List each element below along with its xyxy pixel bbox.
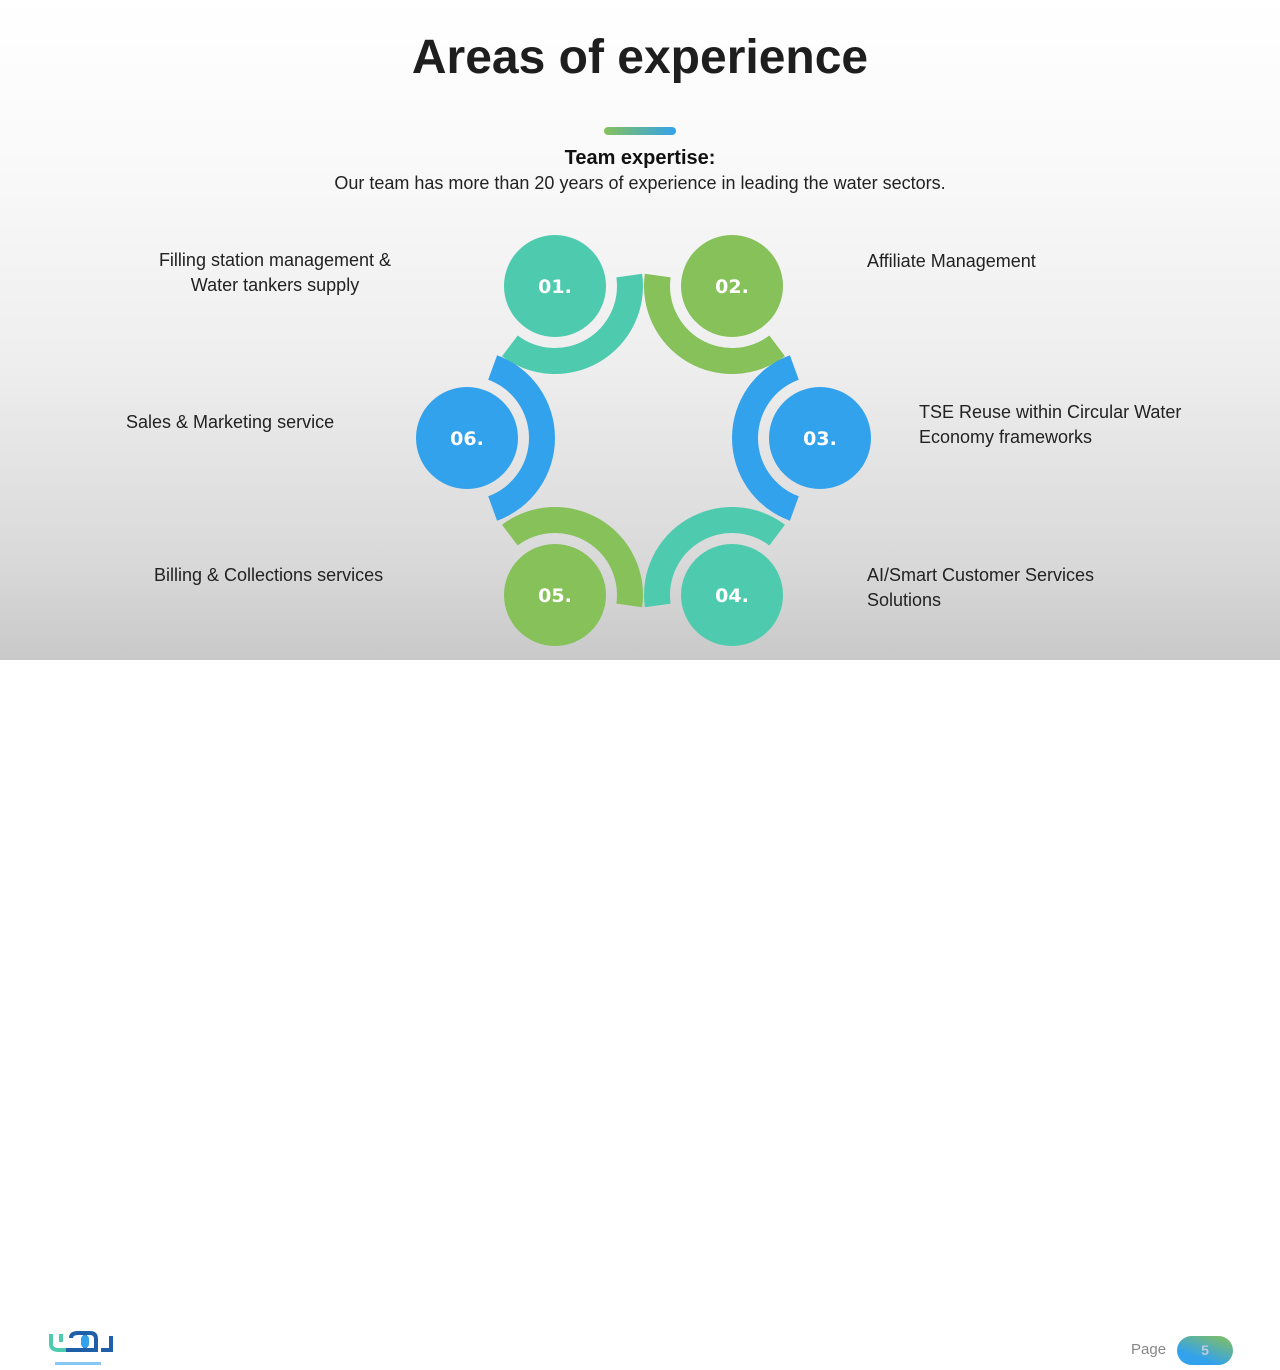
slide: Areas of experience Team expertise: Our … xyxy=(0,0,1280,660)
step-number-2: 02. xyxy=(715,276,749,298)
step-number-1: 01. xyxy=(538,276,572,298)
label-line: Economy frameworks xyxy=(919,427,1093,447)
step-label-1: Filling station management & Water tanke… xyxy=(140,248,410,298)
step-number-5: 05. xyxy=(538,585,572,607)
step-circle-5 xyxy=(504,544,606,646)
page-number-badge: 5 xyxy=(1177,1336,1233,1365)
step-arc-3 xyxy=(732,355,799,521)
step-arc-6 xyxy=(488,355,555,521)
step-number-6: 06. xyxy=(450,428,484,450)
footer: Page 5 xyxy=(0,660,1280,1365)
label-line: Affiliate Management xyxy=(867,251,1036,271)
step-circle-4 xyxy=(681,544,783,646)
step-circle-1 xyxy=(504,235,606,337)
subtitle-heading: Team expertise: xyxy=(564,147,716,169)
label-line: Billing & Collections services xyxy=(154,565,384,585)
page-label: Page xyxy=(1131,1341,1167,1358)
step-number-3: 03. xyxy=(803,428,837,450)
step-circle-2 xyxy=(681,235,783,337)
experience-cycle-diagram: 01. 02. 03. 04. 05. 06. xyxy=(416,235,871,646)
step-label-2: Affiliate Management xyxy=(867,249,1036,274)
label-line: Sales & Marketing service xyxy=(126,412,335,432)
step-arc-1 xyxy=(502,273,643,375)
step-label-5: Billing & Collections services xyxy=(154,563,383,588)
step-arc-5 xyxy=(502,507,644,608)
label-line: Filling station management & xyxy=(158,250,392,270)
page-title: Areas of experience xyxy=(411,31,869,84)
step-number-4: 04. xyxy=(715,585,749,607)
step-arc-2 xyxy=(643,273,785,375)
step-label-3: TSE Reuse within Circular Water Economy … xyxy=(919,400,1181,450)
step-label-6: Sales & Marketing service xyxy=(126,410,334,435)
subtitle-text: Our team has more than 20 years of exper… xyxy=(334,173,946,193)
step-circle-6 xyxy=(416,387,518,489)
label-line: AI/Smart Customer Services xyxy=(867,565,1095,585)
label-line: Solutions xyxy=(867,590,942,610)
step-circle-3 xyxy=(769,387,871,489)
label-line: Water tankers supply xyxy=(190,275,360,295)
step-arc-4 xyxy=(643,507,785,608)
label-line: TSE Reuse within Circular Water xyxy=(919,402,1182,422)
title-accent-bar xyxy=(604,127,676,135)
step-label-4: AI/Smart Customer Services Solutions xyxy=(867,563,1094,613)
company-logo xyxy=(49,1331,113,1365)
